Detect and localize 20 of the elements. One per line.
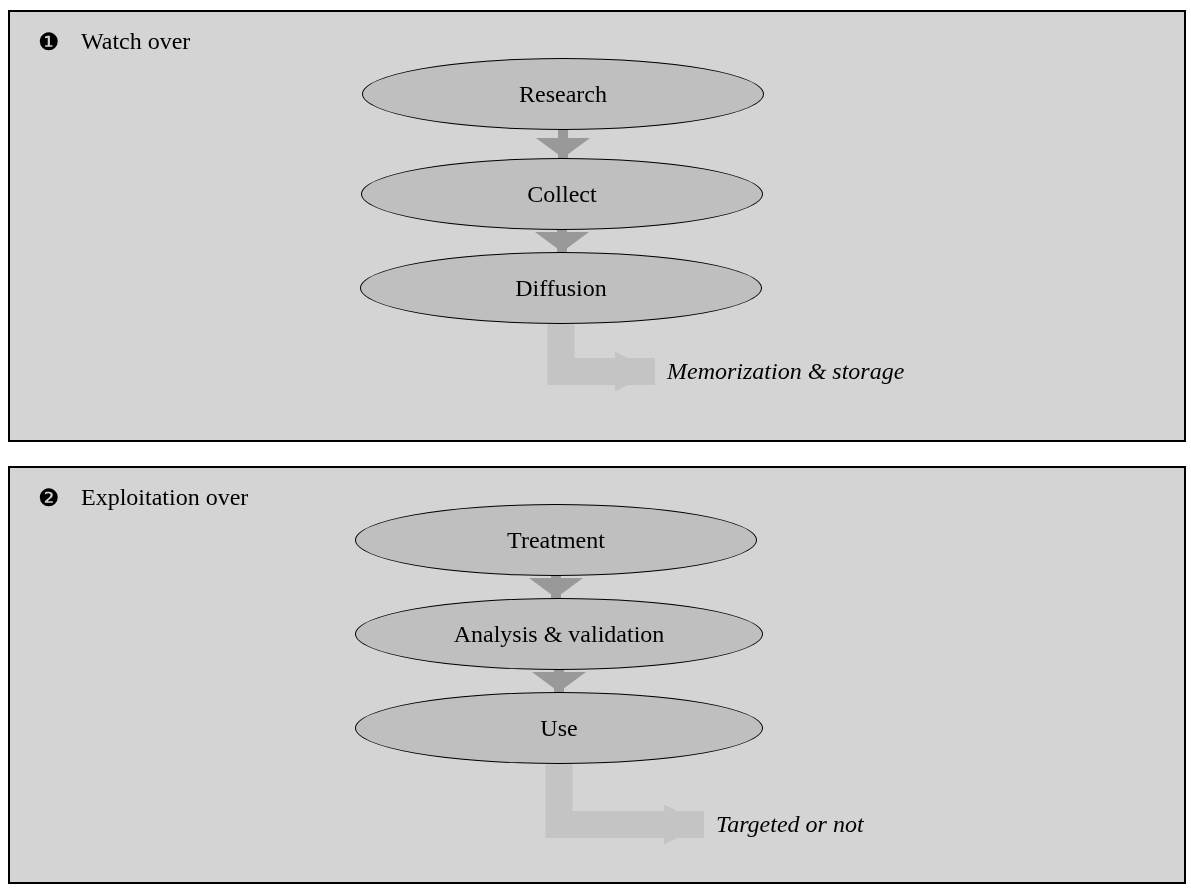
step-label: Research bbox=[519, 80, 607, 108]
outcome-text: Targeted or not bbox=[716, 811, 864, 838]
step-label: Treatment bbox=[507, 526, 605, 554]
down-arrow bbox=[536, 130, 590, 158]
section-panel bbox=[8, 10, 1186, 442]
section-heading: Exploitation over bbox=[81, 484, 249, 511]
bent-arrow bbox=[545, 764, 704, 845]
step-label: Diffusion bbox=[515, 274, 607, 302]
section-heading: Watch over bbox=[81, 28, 191, 55]
step-label: Collect bbox=[527, 180, 597, 208]
step-label: Analysis & validation bbox=[453, 620, 665, 648]
section-number: ❷ bbox=[38, 484, 60, 512]
section-number: ❶ bbox=[38, 28, 60, 56]
down-arrow bbox=[529, 576, 583, 598]
step-label: Use bbox=[540, 714, 578, 742]
down-arrow bbox=[532, 670, 586, 692]
outcome-text: Memorization & storage bbox=[667, 358, 905, 385]
bent-arrow bbox=[547, 324, 655, 392]
section-panel bbox=[8, 466, 1186, 884]
down-arrow bbox=[535, 230, 589, 252]
